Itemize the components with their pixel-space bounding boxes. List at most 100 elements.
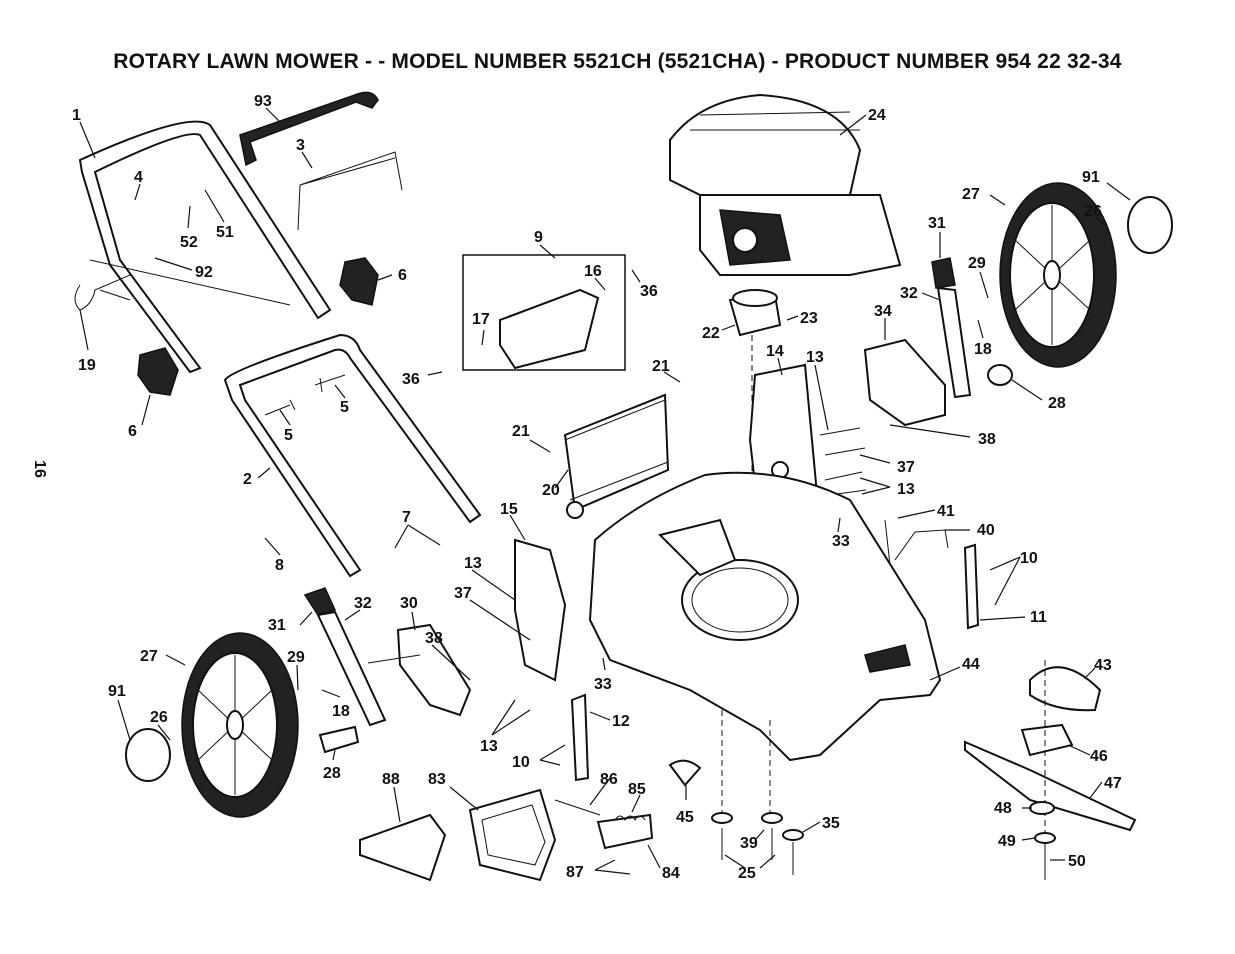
cable-19: [74, 274, 131, 311]
leader-lines: [79, 107, 1131, 875]
callout-labels: 1 93 3 4 52 51 92 6 19 6 5 5 2 7 8 9 16 …: [72, 93, 1122, 882]
skirt-88: [359, 813, 447, 882]
washer-39a: [711, 812, 733, 824]
callout-49: 49: [998, 833, 1016, 850]
callout-6a: 6: [398, 267, 407, 284]
callout-32b: 32: [354, 595, 372, 612]
callout-3: 3: [296, 137, 305, 154]
callout-50: 50: [1068, 853, 1086, 870]
knob-6-lower: [137, 347, 179, 396]
detail-box-9: [462, 254, 626, 371]
callout-87: 87: [566, 864, 584, 881]
callout-11: 11: [1030, 609, 1047, 626]
callout-47: 47: [1104, 775, 1122, 792]
bracket-30: [396, 623, 472, 717]
callout-26b: 26: [150, 709, 168, 726]
bracket-34: [863, 338, 946, 427]
upper-handle: [78, 120, 332, 374]
callout-24: 24: [868, 107, 886, 124]
callout-10b: 10: [512, 754, 530, 771]
callout-25: 25: [738, 865, 756, 882]
axle-shaft: [367, 654, 421, 664]
mower-deck-44: [588, 471, 942, 762]
callout-86: 86: [600, 771, 618, 788]
callout-22: 22: [702, 325, 720, 342]
bracket-11: [963, 543, 980, 630]
callout-6b: 6: [128, 423, 137, 440]
callout-46: 46: [1090, 748, 1108, 765]
callout-12: 12: [612, 713, 630, 730]
callout-51: 51: [216, 224, 234, 241]
plate-12: [570, 693, 590, 782]
callout-34: 34: [874, 303, 892, 320]
axle-28-left: [318, 725, 360, 754]
washer-35: [782, 829, 804, 841]
callout-4: 4: [134, 169, 143, 186]
callout-33a: 33: [832, 533, 850, 550]
washer-39b: [761, 812, 783, 824]
callout-13b: 13: [897, 481, 915, 498]
callout-45: 45: [676, 809, 694, 826]
callout-83: 83: [428, 771, 446, 788]
rod-86: [554, 799, 601, 816]
callout-85: 85: [628, 781, 646, 798]
callout-40: 40: [977, 522, 995, 539]
rod-40: [884, 519, 949, 566]
callout-41: 41: [937, 503, 955, 520]
callout-5a: 5: [284, 427, 293, 444]
handle-bar-93: [239, 91, 379, 167]
callout-44: 44: [962, 656, 980, 673]
baffle-43: [1029, 666, 1102, 712]
callout-28a: 28: [1048, 395, 1066, 412]
lever-knob-31-left: [303, 587, 337, 616]
bolts-13-right: [819, 427, 867, 496]
washer-49: [1034, 832, 1056, 844]
callout-92: 92: [195, 264, 213, 281]
callout-9: 9: [534, 229, 543, 246]
callout-17: 17: [472, 311, 490, 328]
callout-32a: 32: [900, 285, 918, 302]
callout-13d: 13: [480, 738, 498, 755]
callout-10a: 10: [1020, 550, 1038, 567]
callout-39: 39: [740, 835, 758, 852]
blade-adapter-46: [1020, 723, 1074, 757]
callout-19: 19: [78, 357, 96, 374]
deflector-flap: [499, 288, 600, 370]
rear-wheel-left: [181, 632, 299, 818]
bolt-5b: [314, 374, 346, 393]
callout-36b: 36: [402, 371, 420, 388]
callout-29b: 29: [287, 649, 305, 666]
callout-91a: 91: [1082, 169, 1100, 186]
callout-29a: 29: [968, 255, 986, 272]
bolt-5a: [264, 399, 296, 416]
lower-handle: [223, 333, 482, 578]
callout-23: 23: [800, 310, 818, 327]
rear-wheel-right: [999, 182, 1117, 368]
callout-48: 48: [994, 800, 1012, 817]
callout-37b: 37: [454, 585, 472, 602]
knob-6-upper: [339, 257, 379, 306]
spring-85: [614, 815, 646, 821]
lever-32-left: [316, 610, 387, 727]
callout-15: 15: [500, 501, 518, 518]
callout-31b: 31: [268, 617, 286, 634]
callout-31a: 31: [928, 215, 946, 232]
callout-27a: 27: [962, 186, 980, 203]
callout-8: 8: [275, 557, 284, 574]
callout-2: 2: [243, 471, 252, 488]
callout-20: 20: [542, 482, 560, 499]
callout-84: 84: [662, 865, 680, 882]
callout-28b: 28: [323, 765, 341, 782]
hubcap-91-left: [125, 728, 171, 782]
shield-15: [514, 538, 567, 682]
callout-21b: 21: [512, 423, 530, 440]
callout-27b: 27: [140, 648, 158, 665]
callout-91b: 91: [108, 683, 126, 700]
callout-37a: 37: [897, 459, 915, 476]
axle-28-right: [987, 364, 1013, 386]
diagram-title: ROTARY LAWN MOWER - - MODEL NUMBER 5521C…: [113, 50, 1122, 73]
callout-88: 88: [382, 771, 400, 788]
washer-48: [1029, 801, 1055, 815]
callout-38b: 38: [425, 630, 443, 647]
